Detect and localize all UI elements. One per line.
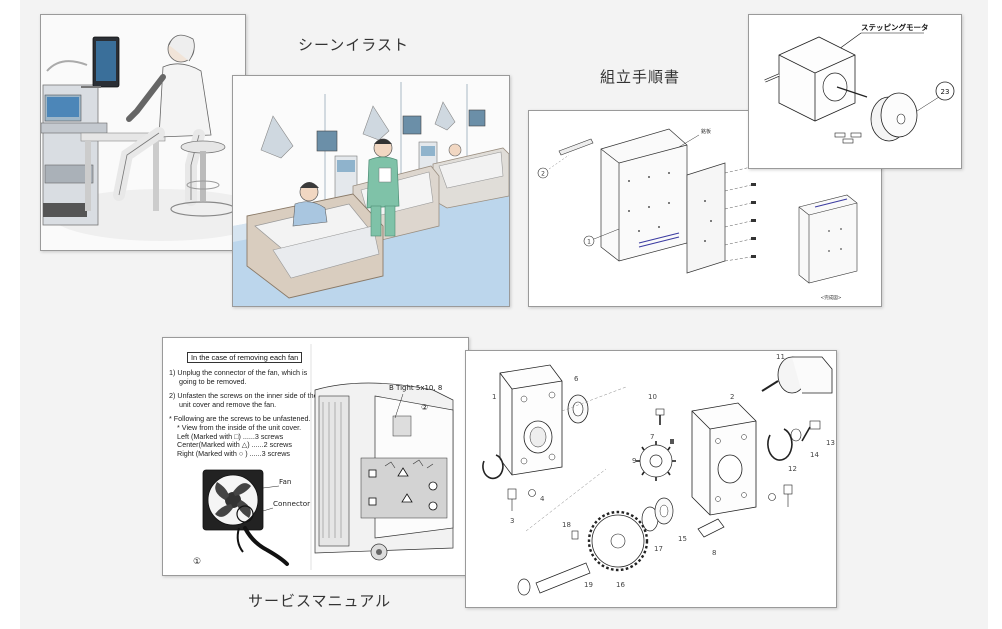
exploded-parts-drawing: 1 2 3 4 6 7 8 9 10 11 12 13 14 15 16 17 … [465,350,837,608]
manual-view-line: * View from the inside of the unit cover… [177,422,302,432]
part-number: 17 [654,545,663,553]
part-number: 2 [730,393,734,401]
stepping-motor-label: ステッピングモータ [861,22,929,32]
part-number: 16 [616,581,625,589]
part-number: 18 [562,521,571,529]
part-number: 13 [826,439,835,447]
part-number: 19 [584,581,593,589]
exploded-part-numbers: 1 2 3 4 6 7 8 9 10 11 12 13 14 15 16 17 … [492,353,835,589]
exploded-parts-svg: 1 2 3 4 6 7 8 9 10 11 12 13 14 15 16 17 … [466,351,836,607]
caption-scene-illustration: シーンイラスト [298,36,409,54]
manual-figure-number-1: ① [193,557,201,567]
manual-center-screws: Center(Marked with △) ......2 screws [177,440,292,450]
part-number: 6 [574,375,579,383]
service-manual-page: In the case of removing each fan 1) Unpl… [162,337,469,576]
part-number: 12 [788,465,797,473]
part-number: 11 [776,353,785,361]
manual-instructions: 1) Unplug the connector of the fan, whic… [169,368,318,458]
ultrasound-scene-illustration [40,14,246,251]
part-number: 14 [810,451,819,459]
part-number: 7 [650,433,654,441]
manual-figure-number-2: ② [421,403,428,412]
manual-step1-line1: 1) Unplug the connector of the fan, whic… [169,368,308,377]
manual-section-title: In the case of removing each fan [187,352,303,363]
stepping-motor-part-number: 23 [941,88,950,96]
manual-screw-spec-label: B Tight 5x10, 8 [389,384,442,392]
part-number: 4 [540,495,545,503]
part-number: 8 [712,549,716,557]
caption-service-manual: サービスマニュアル [248,592,392,610]
manual-left-screws: Left (Marked with □) ......3 screws [177,431,284,441]
stepping-motor-drawing: ステッピングモータ 23 [748,14,962,169]
hospital-ward-illustration [232,75,510,307]
manual-right-screws: Right (Marked with ○ ) ......3 screws [177,448,290,458]
part-number: 9 [632,457,636,465]
manual-step2-line2: unit cover and remove the fan. [179,399,277,409]
manual-step1-line2: going to be removed. [179,376,247,386]
caption-assembly-procedure: 組立手順書 [600,68,681,86]
assembly-completed-label: <完成図> [820,294,841,301]
stepping-motor-svg: ステッピングモータ 23 [749,15,961,168]
assembly-callout-2: 2 [541,171,545,178]
manual-connector-label: Connector [273,499,310,508]
assembly-callout-1: 1 [587,239,591,246]
part-number: 3 [510,517,514,525]
hospital-ward-drawing [233,76,509,306]
manual-step2-line1: 2) Unfasten the screws on the inner side… [169,391,318,401]
part-number: 10 [648,393,657,401]
part-number: 1 [492,393,496,401]
manual-fan-label: Fan [279,477,291,486]
ultrasound-scene-drawing [41,15,245,250]
assembly-callout-nameplate: 銘板 [701,128,711,135]
manual-screws-heading: * Following are the screws to be unfaste… [169,414,311,424]
part-number: 15 [678,535,687,543]
